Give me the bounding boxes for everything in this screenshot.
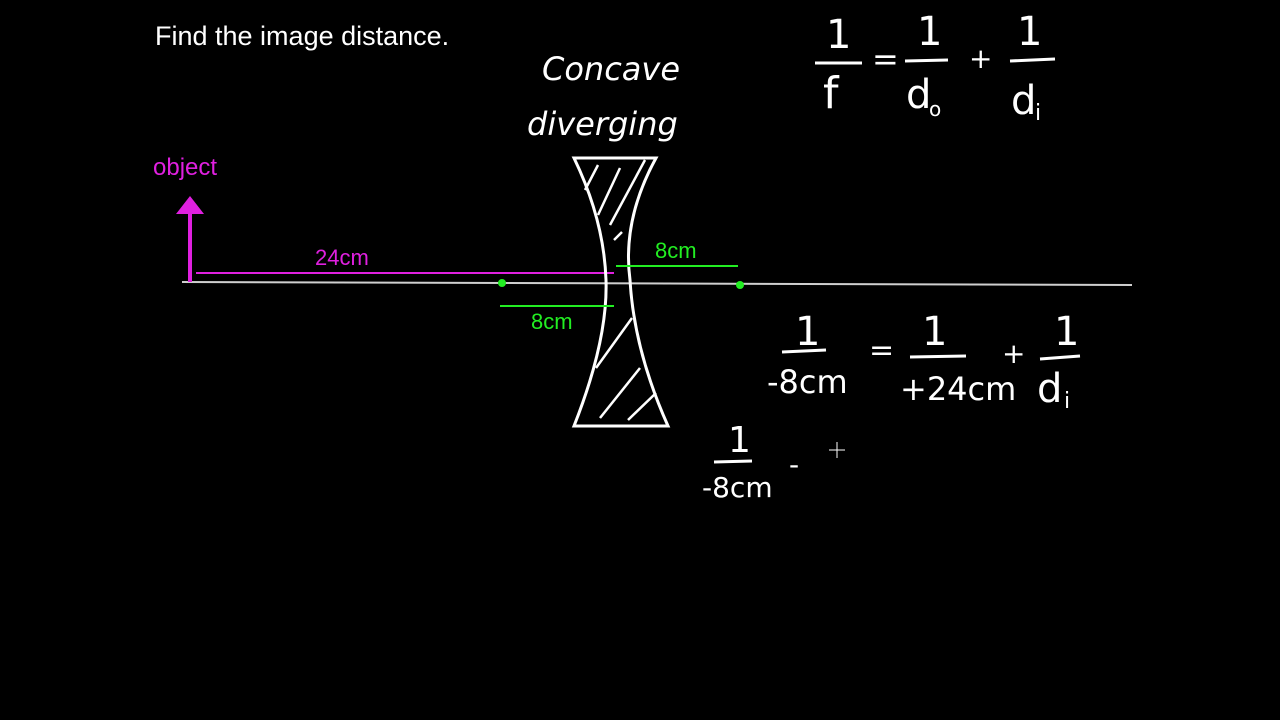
lens-eq-do-sub: o xyxy=(929,97,941,121)
sub-eq-plus: + xyxy=(1002,337,1025,370)
focal-point-left xyxy=(498,279,506,287)
focal-point-right xyxy=(736,281,744,289)
sub-eq-equals: = xyxy=(869,333,894,368)
lens-eq-num-di: 1 xyxy=(1017,9,1042,55)
object-distance-label: 24cm xyxy=(315,245,369,270)
lens-label-diverging: diverging xyxy=(527,105,678,143)
focal-length-label-left: 8cm xyxy=(531,309,573,334)
pen-cursor-icon xyxy=(829,442,845,458)
sub-eq-f-value: -8cm xyxy=(767,363,848,401)
focal-length-label-right: 8cm xyxy=(655,238,697,263)
problem-prompt: Find the image distance. xyxy=(155,21,449,51)
sub-eq-num-di: 1 xyxy=(1054,309,1079,355)
lens-eq-num-f: 1 xyxy=(826,12,851,58)
partial-num: 1 xyxy=(728,420,751,461)
sub-eq-do-value: +24cm xyxy=(900,370,1016,408)
lens-equation: 1 f = 1 d o + 1 d i xyxy=(815,9,1056,126)
lens-label-concave: Concave xyxy=(542,50,680,88)
lens-eq-equals: = xyxy=(872,40,899,78)
sub-eq-di: d xyxy=(1037,366,1062,412)
partial-step: 1 -8cm - xyxy=(702,420,799,504)
principal-axis xyxy=(181,281,1133,286)
object-arrow xyxy=(176,196,204,282)
lens-eq-do: d xyxy=(906,72,931,118)
lens-eq-di-sub: i xyxy=(1035,101,1041,126)
lens-eq-di: d xyxy=(1011,78,1036,124)
sub-eq-num-do: 1 xyxy=(922,309,947,355)
sub-eq-num-f: 1 xyxy=(795,309,820,355)
partial-minus: - xyxy=(789,448,799,481)
substituted-equation: 1 -8cm = 1 +24cm + 1 d i xyxy=(767,309,1081,414)
partial-f-value: -8cm xyxy=(702,471,773,504)
lens-eq-f: f xyxy=(823,68,840,119)
concave-lens xyxy=(571,156,671,428)
sub-eq-di-sub: i xyxy=(1064,389,1070,414)
lens-eq-plus: + xyxy=(969,42,992,75)
object-label: object xyxy=(153,154,217,181)
lens-eq-num-do: 1 xyxy=(917,9,942,55)
